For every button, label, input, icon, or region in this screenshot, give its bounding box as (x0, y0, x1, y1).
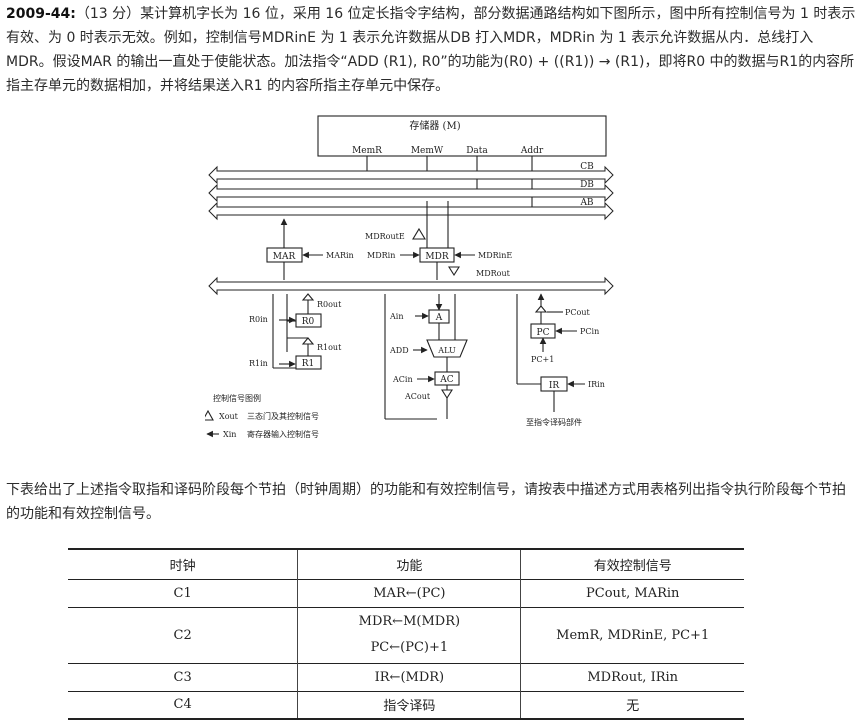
internal-bus (208, 276, 614, 296)
svg-text:R0out: R0out (317, 300, 342, 309)
decoder-label: 至指令译码部件 (526, 417, 582, 427)
svg-text:IRin: IRin (588, 380, 605, 389)
svg-text:ALU: ALU (437, 346, 456, 355)
bus-ab: AB (208, 198, 614, 221)
svg-text:ADD: ADD (389, 346, 409, 355)
svg-text:MDRinE: MDRinE (478, 251, 512, 260)
control-signal-table: 时钟 功能 有效控制信号 C1 MAR←(PC) PCout, MARin C2… (68, 548, 744, 720)
table-header-row: 时钟 功能 有效控制信号 (68, 549, 744, 579)
bus-db: DB (208, 180, 614, 203)
svg-text:MDRoutE: MDRoutE (365, 232, 405, 241)
svg-text:ACout: ACout (404, 392, 431, 401)
svg-text:DB: DB (580, 180, 594, 190)
svg-text:AB: AB (579, 198, 593, 208)
svg-text:MARin: MARin (326, 251, 354, 260)
svg-text:R0: R0 (302, 317, 315, 327)
question-id: 2009-44: (6, 6, 76, 22)
svg-text:R0in: R0in (249, 315, 268, 324)
svg-text:PC+1: PC+1 (531, 355, 554, 364)
svg-text:PCout: PCout (565, 308, 590, 317)
svg-text:Xin: Xin (223, 430, 236, 439)
svg-text:R1in: R1in (249, 359, 268, 368)
instruction-text: 下表给出了上述指令取指和译码阶段每个节拍（时钟周期）的功能和有效控制信号，请按表… (6, 482, 846, 522)
svg-text:ACin: ACin (392, 375, 413, 384)
svg-text:控制信号图例: 控制信号图例 (213, 393, 261, 403)
svg-text:Xout: Xout (219, 412, 239, 421)
svg-text:PCin: PCin (580, 327, 599, 336)
header-clock: 时钟 (68, 549, 299, 579)
table-row: C2 MDR←M(MDR) PC←(PC)+1 MemR, MDRinE, PC… (68, 607, 744, 663)
svg-text:R1out: R1out (317, 343, 342, 352)
table-row: C1 MAR←(PC) PCout, MARin (68, 579, 744, 607)
port-addr: Addr (520, 146, 544, 156)
svg-text:MAR: MAR (273, 252, 296, 262)
port-memw: MemW (411, 146, 444, 156)
header-signals: 有效控制信号 (520, 549, 744, 579)
svg-text:寄存器输入控制信号: 寄存器输入控制信号 (247, 429, 319, 439)
port-memr: MemR (352, 146, 382, 156)
table-row: C4 指令译码 无 (68, 691, 744, 719)
bus-cb: CB (208, 162, 614, 185)
svg-text:MDR: MDR (425, 252, 448, 262)
svg-text:R1: R1 (302, 359, 315, 369)
alu-unit (426, 339, 468, 358)
port-data: Data (466, 146, 488, 156)
svg-text:MDRin: MDRin (367, 251, 395, 260)
table-row: C3 IR←(MDR) MDRout, IRin (68, 663, 744, 691)
svg-text:Ain: Ain (389, 312, 404, 321)
svg-text:MDRout: MDRout (476, 269, 511, 278)
datapath-figure: 存储器 (M) MemR MemW Data Addr CB DB AB MAR… (205, 115, 614, 439)
svg-text:三态门及其控制信号: 三态门及其控制信号 (247, 411, 319, 421)
legend: 控制信号图例 Xout 三态门及其控制信号 Xin 寄存器输入控制信号 (205, 393, 319, 439)
question-body: （13 分）某计算机字长为 16 位，采用 16 位定长指令字结构，部分数据通路… (6, 6, 856, 94)
svg-text:CB: CB (580, 162, 594, 172)
memory-block: 存储器 (M) MemR MemW Data Addr (317, 115, 607, 157)
svg-text:A: A (435, 313, 443, 323)
svg-text:PC: PC (537, 328, 550, 338)
question-text: 2009-44:（13 分）某计算机字长为 16 位，采用 16 位定长指令字结… (6, 2, 858, 98)
header-function: 功能 (297, 549, 522, 579)
memory-title: 存储器 (M) (409, 119, 460, 132)
svg-text:AC: AC (439, 375, 453, 385)
svg-text:IR: IR (549, 381, 560, 391)
